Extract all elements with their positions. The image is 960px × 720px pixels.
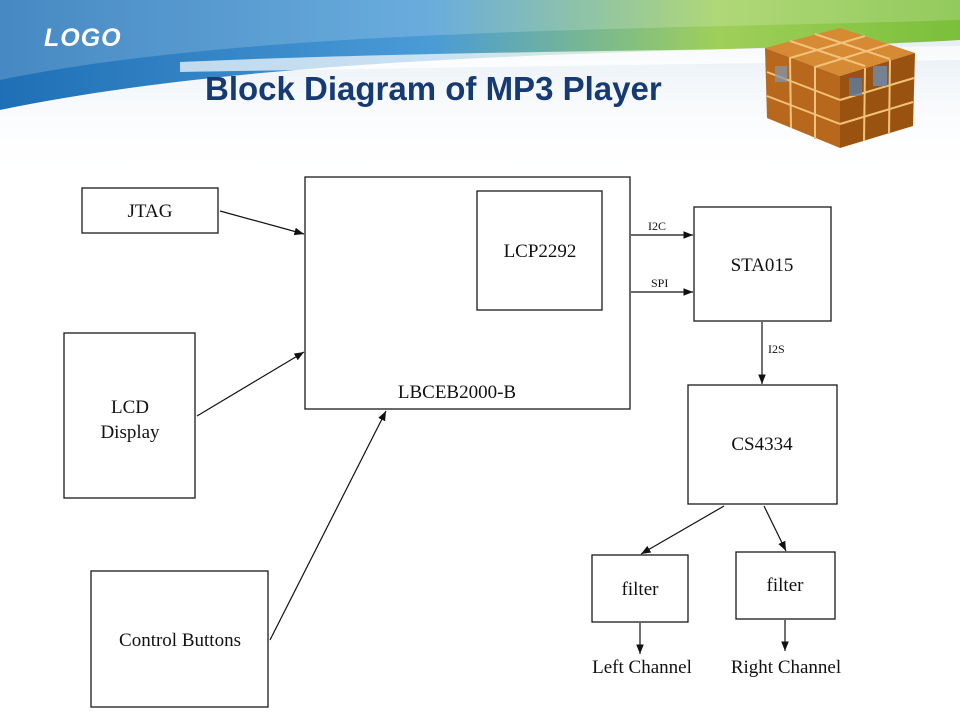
filter-left-block: filter	[591, 554, 689, 623]
lpc-label: LCP2292	[504, 241, 577, 262]
cs4334-label: CS4334	[731, 434, 793, 455]
lpc-block: LCP2292	[476, 190, 603, 311]
i2c-label: I2C	[648, 219, 666, 233]
sta015-label: STA015	[731, 255, 794, 276]
lcd-label-line2: Display	[100, 422, 160, 443]
cs4334-block: CS4334	[687, 384, 838, 505]
main-board-label: LBCEB2000-B	[398, 382, 516, 403]
lcd-arrow	[196, 351, 305, 417]
slide-title: Block Diagram of MP3 Player	[205, 70, 662, 107]
control-buttons-label: Control Buttons	[119, 630, 241, 651]
jtag-arrow	[219, 210, 305, 236]
lcd-label-line1: LCD	[111, 397, 149, 418]
jtag-block: JTAG	[81, 187, 219, 234]
i2s-label: I2S	[768, 342, 785, 356]
filter-right-block: filter	[735, 551, 836, 620]
filter-left-label: filter	[622, 579, 660, 600]
lcd-display-block: LCD Display	[63, 332, 196, 499]
control-arrow	[269, 410, 387, 641]
dac-right-arrow	[763, 505, 787, 552]
left-channel-label: Left Channel	[592, 657, 692, 678]
spi-label: SPI	[651, 276, 668, 290]
jtag-label: JTAG	[128, 201, 173, 222]
logo-text: LOGO	[44, 24, 122, 52]
control-buttons-block: Control Buttons	[90, 570, 269, 708]
sta015-block: STA015	[693, 206, 832, 322]
dac-left-arrow	[640, 505, 725, 555]
cube-icon	[765, 28, 915, 148]
right-channel-label: Right Channel	[731, 657, 841, 678]
filter-right-label: filter	[767, 575, 805, 596]
